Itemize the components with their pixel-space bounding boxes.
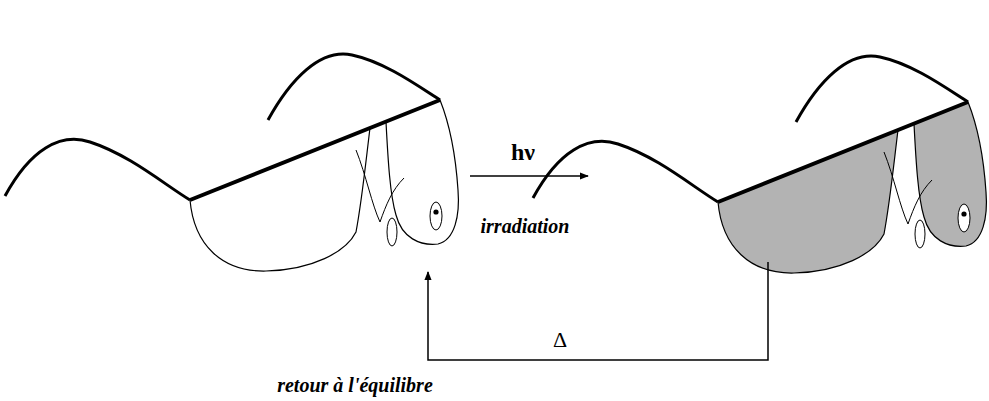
photon-label: hν [511, 139, 535, 165]
process-label: irradiation [481, 215, 570, 237]
irradiation-arrow [470, 175, 588, 177]
clear-glasses [5, 54, 458, 271]
tinted-glasses [533, 56, 986, 273]
process-label: retour à l'équilibre [277, 374, 433, 396]
heat-label: Δ [553, 328, 567, 352]
return-arrow [428, 262, 768, 360]
